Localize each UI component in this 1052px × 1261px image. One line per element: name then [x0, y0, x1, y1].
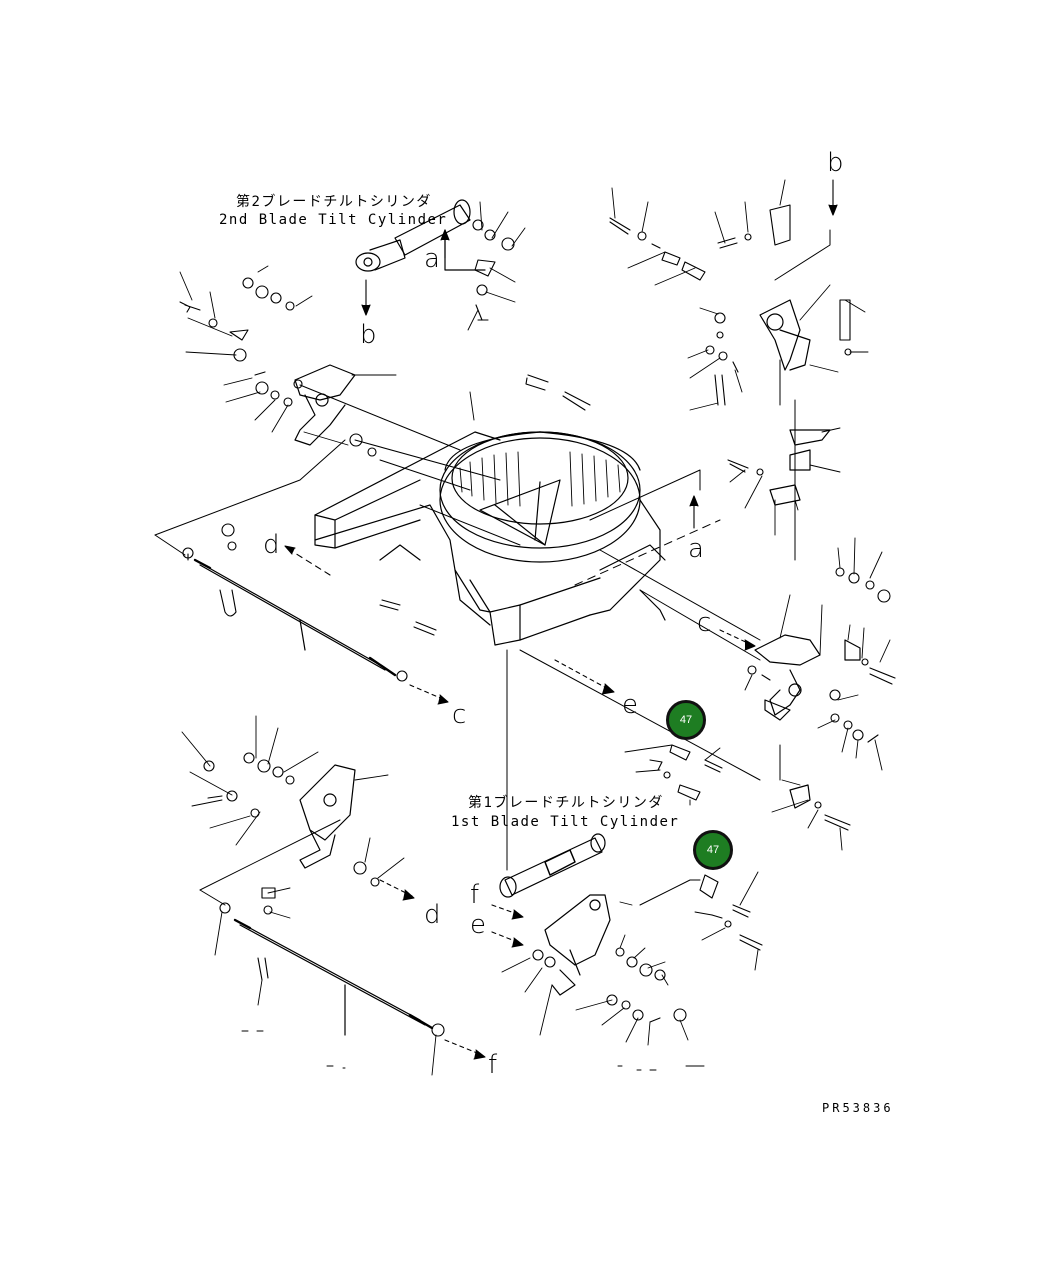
second-cylinder-caption-ja: 第2ブレードチルトシリンダ — [236, 194, 432, 210]
tie-rod-lower — [233, 918, 434, 1036]
bracket-upper-left — [294, 364, 356, 446]
second-cylinder-caption-en: 2nd Blade Tilt Cylinder — [219, 212, 448, 228]
ref-letter-d-lower: d — [424, 900, 441, 930]
bracket-upper-right — [759, 299, 831, 506]
ref-letter-b-right: b — [827, 148, 844, 178]
callout-47-upper-label: 47 — [679, 714, 693, 726]
ref-letter-e-lower: e — [470, 910, 486, 940]
drawing-code: PR53836 — [822, 1101, 894, 1115]
bottom-dashes — [241, 1030, 705, 1071]
first-tilt-cylinder — [499, 833, 606, 898]
ref-letter-f-left: f — [470, 880, 480, 910]
bracket-lower-left — [299, 764, 356, 869]
ref-letter-c-lower: c — [452, 700, 467, 730]
ref-letter-c-right: c — [697, 608, 712, 638]
fasteners — [179, 204, 896, 1037]
first-cylinder-caption-ja: 第1ブレードチルトシリンダ — [468, 795, 664, 811]
circle-frame — [439, 431, 641, 563]
tie-rod-upper — [193, 558, 397, 677]
second-tilt-cylinder — [355, 199, 486, 272]
callout-47-lower-label: 47 — [706, 844, 720, 856]
main-frame — [314, 431, 666, 646]
callout-47-upper[interactable]: 47 — [666, 700, 706, 740]
first-cylinder-caption-en: 1st Blade Tilt Cylinder — [451, 814, 680, 830]
leader-lines — [154, 229, 831, 906]
reference-arrows — [284, 179, 838, 1060]
callout-47-lower[interactable]: 47 — [693, 830, 733, 870]
bracket-mid-right — [754, 634, 861, 809]
ref-letter-f-bottom: f — [488, 1050, 498, 1080]
ref-letter-a-right: a — [688, 534, 704, 564]
ref-letter-b-left: b — [360, 320, 377, 350]
ref-letter-e-upper: e — [622, 690, 638, 720]
bracket-lower-right — [544, 894, 611, 996]
ref-letter-d-upper: d — [263, 530, 280, 560]
ref-letter-a-top: a — [424, 244, 440, 274]
leader-ticks — [179, 179, 891, 1076]
